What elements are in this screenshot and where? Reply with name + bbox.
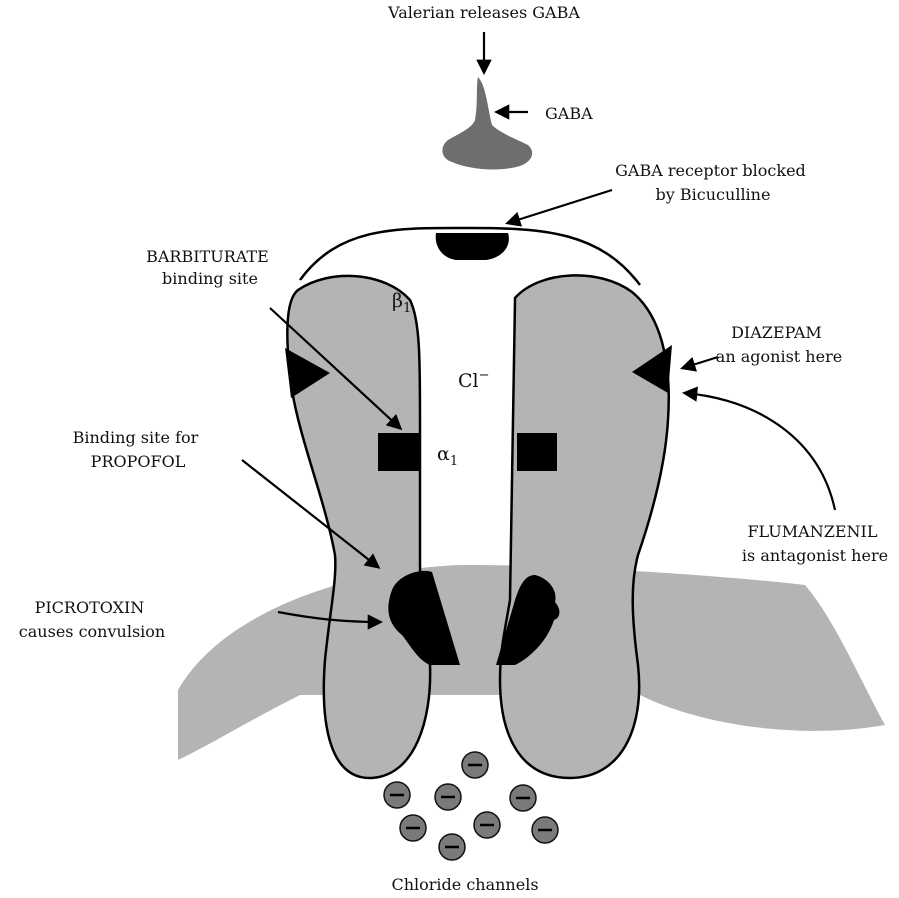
chloride-ion [439, 834, 465, 860]
left-subunit [287, 276, 430, 778]
gaba-receptor-line1: GABA receptor blocked [615, 161, 806, 180]
barbiturate-site-left [378, 433, 419, 471]
chloride-ion [435, 784, 461, 810]
diazepam-line1: DIAZEPAM [731, 323, 822, 342]
gaba-label: GABA [545, 104, 593, 123]
diazepam-arrow [683, 357, 718, 368]
chloride-ion [474, 812, 500, 838]
propofol-line1: Binding site for [73, 428, 199, 447]
diazepam-line2: an agonist here [716, 347, 842, 366]
flumazenil-arrow [685, 393, 835, 510]
chloride-ion [462, 752, 488, 778]
chloride-ion [532, 817, 558, 843]
barbiturate-site-right [517, 433, 557, 471]
chloride-ion-label: Cl− [458, 368, 490, 392]
flumazenil-line2: is antagonist here [742, 546, 888, 565]
valerian-label: Valerian releases GABA [387, 3, 580, 22]
barbiturate-label: BARBITURATE binding site [146, 247, 274, 288]
alpha1-label: α1 [437, 443, 458, 469]
picrotoxin-line2: causes convulsion [19, 622, 165, 641]
chloride-channels-label: Chloride channels [391, 875, 538, 894]
flumazenil-line1: FLUMANZENIL [747, 522, 877, 541]
chloride-ion [510, 785, 536, 811]
right-subunit [500, 275, 669, 778]
diazepam-label: DIAZEPAM an agonist here [716, 323, 842, 366]
picrotoxin-label: PICROTOXIN causes convulsion [19, 598, 165, 641]
picrotoxin-line1: PICROTOXIN [35, 598, 145, 617]
chloride-ion [400, 815, 426, 841]
propofol-label: Binding site for PROPOFOL [73, 428, 204, 471]
gaba-receptor-line2: by Bicuculline [656, 185, 771, 204]
gaba-receptor-site [436, 233, 509, 260]
chloride-ions [384, 752, 558, 860]
bicuculline-arrow [508, 190, 612, 223]
barbiturate-line2: binding site [162, 269, 258, 288]
gaba-receptor-label: GABA receptor blocked by Bicuculline [615, 161, 811, 204]
gaba-molecule [442, 77, 532, 169]
propofol-line2: PROPOFOL [91, 452, 186, 471]
flumazenil-label: FLUMANZENIL is antagonist here [742, 522, 888, 565]
chloride-ion [384, 782, 410, 808]
barbiturate-line1: BARBITURATE [146, 247, 269, 266]
